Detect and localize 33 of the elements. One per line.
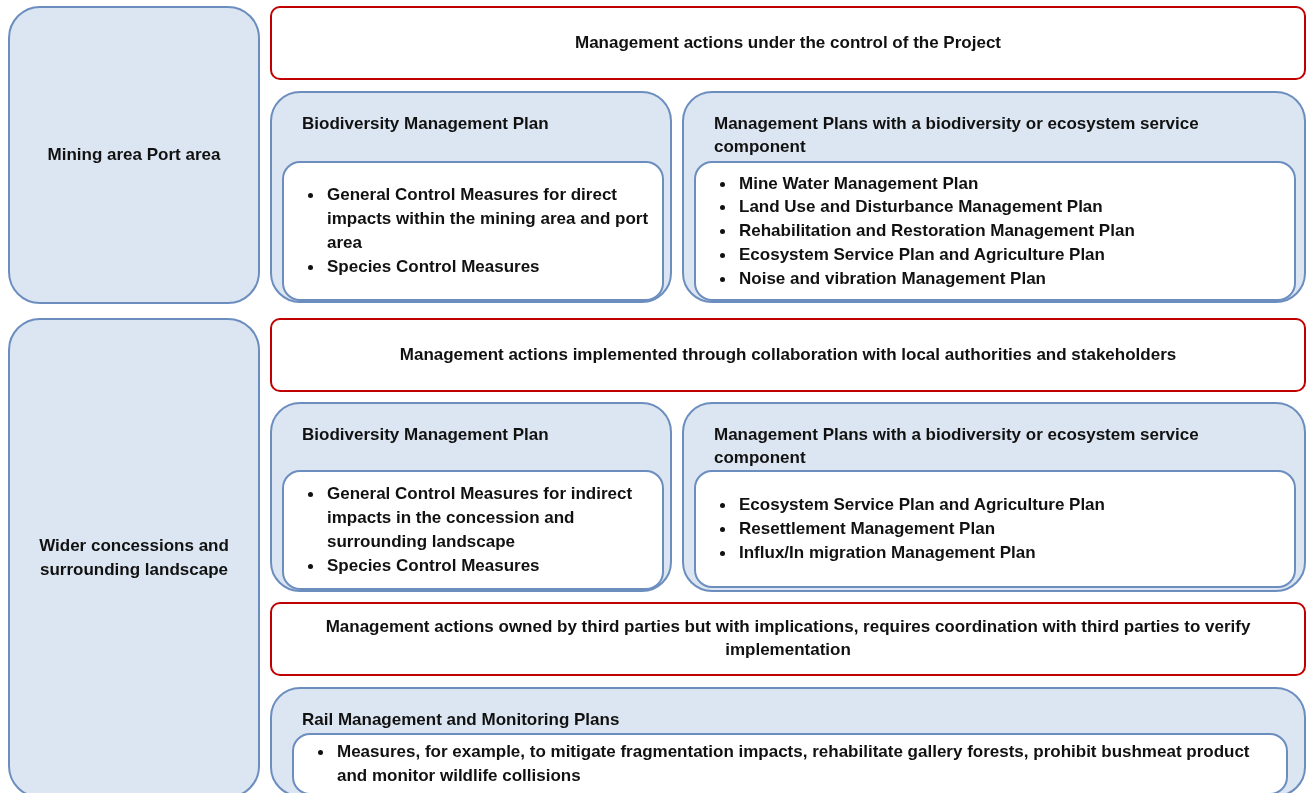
bullet-text: Ecosystem Service Plan and Agriculture Plan [739, 494, 1105, 517]
bullet-text: Measures, for example, to mitigate fragmentation impacts, rehabilitate gallery forests, prohibit bushmeat product and monitor wildlife collisions [337, 741, 1251, 787]
plan-panel [270, 402, 672, 592]
action-banner: Management actions owned by third parties but with implications, requires coordination with third parties to verify implementation [270, 602, 1306, 676]
plan-heading: Rail Management and Monitoring Plans [302, 709, 621, 731]
bullet-text: Ecosystem Service Plan and Agriculture Plan [739, 243, 1105, 266]
bullet-text: Resettlement Management Plan [739, 518, 995, 541]
measures-card [282, 161, 664, 301]
bullet-text: Influx/In migration Management Plan [739, 541, 1036, 564]
bullet-text: General Control Measures for indirect impacts in the concession and surrounding landscape [327, 483, 634, 553]
measures-card [694, 161, 1296, 301]
bullet-text: Land Use and Disturbance Management Plan [739, 196, 1103, 219]
bullet-text: Noise and vibration Management Plan [739, 267, 1046, 290]
plan-heading: Management Plans with a biodiversity or ecosystem service component [714, 113, 1200, 158]
bullet-text: Species Control Measures [327, 255, 540, 278]
plan-panel [682, 91, 1306, 303]
bullet-text: Rehabilitation and Restoration Management Plan [739, 220, 1135, 243]
measures-card [694, 470, 1296, 588]
measures-card [292, 733, 1288, 793]
bullet-text: General Control Measures for direct impacts within the mining area and port area [327, 184, 650, 254]
action-banner: Management actions implemented through collaboration with local authorities and stakeholders [270, 318, 1306, 392]
region-panel: Mining area Port area [8, 6, 260, 304]
plan-heading: Management Plans with a biodiversity or ecosystem service component [714, 424, 1200, 469]
plan-heading: Biodiversity Management Plan [302, 424, 550, 446]
action-banner: Management actions under the control of the Project [270, 6, 1306, 80]
region-panel: Wider concessions and surrounding landscape [8, 318, 260, 793]
plan-panel [682, 402, 1306, 592]
plan-panel [270, 91, 672, 303]
bullet-text: Species Control Measures [327, 554, 540, 577]
bullet-text: Mine Water Management Plan [739, 172, 979, 195]
measures-card [282, 470, 664, 590]
plan-heading: Biodiversity Management Plan [302, 113, 550, 135]
plan-panel [270, 687, 1306, 793]
